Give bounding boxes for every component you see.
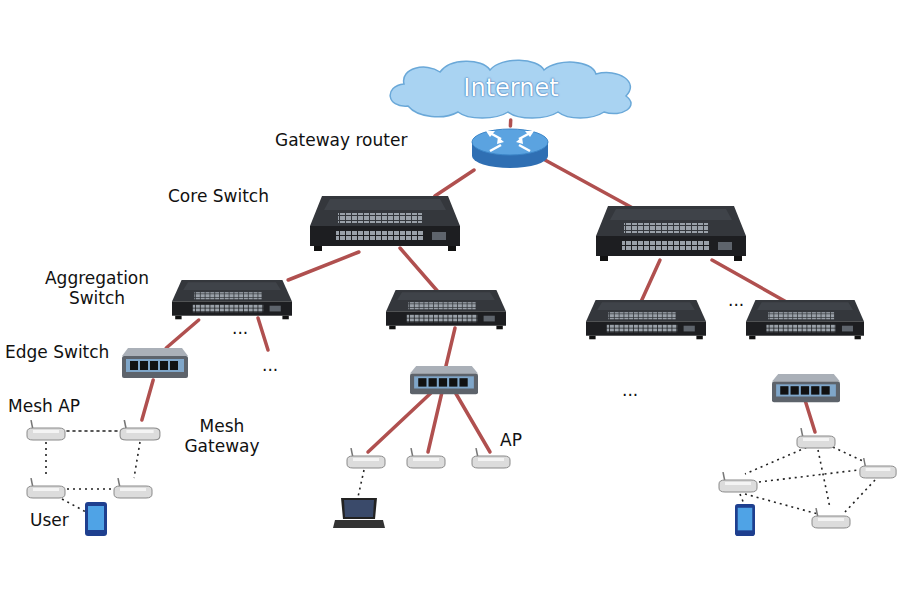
access-point-icon (347, 448, 385, 468)
aggregation-switch-icon (746, 300, 864, 339)
network-link (166, 320, 199, 348)
access-point-icon (470, 448, 512, 470)
edge-switch-icon (772, 374, 840, 402)
mesh-gateway: Mesh Gateway (118, 420, 162, 442)
access-point-icon (407, 448, 445, 468)
wireless-links (46, 442, 875, 514)
access-point: AP (470, 448, 512, 470)
core-switch: Core Switch (310, 196, 460, 252)
ellipsis-label: ... (728, 290, 744, 310)
mesh-gateway-shape (120, 420, 160, 440)
network-link (435, 170, 474, 196)
laptop-icon (333, 498, 385, 528)
network-link (712, 260, 790, 304)
network-link (805, 400, 815, 432)
core-switch-shape (310, 196, 460, 251)
mesh-ap-shape (27, 420, 65, 440)
network-link (142, 380, 153, 420)
node-label: AP (500, 430, 522, 450)
network-link (400, 248, 440, 294)
aggregation-switch: Aggregation Switch (172, 280, 292, 320)
user-phone-icon (85, 502, 107, 536)
wireless-link (67, 488, 112, 490)
access-point-icon (27, 478, 65, 498)
aggregation-switch-icon (386, 290, 506, 329)
wireless-link (740, 494, 744, 504)
phone-icon (735, 504, 755, 536)
wireless-link (745, 494, 818, 514)
wireless-link (358, 470, 364, 497)
access-point-icon (719, 472, 757, 492)
network-link (428, 392, 442, 452)
node-label: Internet (378, 56, 644, 120)
access-point-icon (797, 428, 835, 448)
node-label: Gateway router (275, 130, 407, 150)
network-link (640, 260, 660, 304)
access-point-icon (812, 508, 850, 528)
network-link (258, 318, 268, 350)
access-point-shape (472, 448, 510, 468)
wireless-link (134, 442, 140, 478)
network-link (545, 160, 640, 212)
access-point-icon (860, 458, 896, 478)
network-link (509, 120, 513, 126)
network-link (445, 328, 455, 370)
wireless-link (759, 470, 858, 482)
edge-switch-icon (410, 366, 478, 394)
aggregation-switch-icon (172, 280, 292, 320)
wireless-link (818, 450, 830, 508)
network-links (258, 160, 815, 452)
edge-switch-shape (122, 348, 188, 378)
wireless-link (45, 442, 47, 478)
core-switch-icon (310, 196, 460, 252)
user-phone: User (85, 502, 107, 536)
aggregation-switch-icon (586, 300, 706, 339)
mesh-ap-icon (25, 420, 67, 442)
user-phone-shape (85, 502, 107, 536)
ellipsis-label: ... (232, 318, 248, 338)
access-point-icon (114, 478, 152, 498)
internet-cloud: Internet (378, 56, 644, 120)
node-label: Core Switch (168, 186, 269, 206)
gateway-router-shape (472, 129, 548, 168)
node-label: User (30, 510, 69, 530)
edge-switch: Edge Switch (122, 348, 188, 380)
node-label: Edge Switch (5, 342, 109, 362)
gateway-router-icon (470, 126, 550, 170)
wireless-link (67, 430, 118, 432)
mesh-ap: Mesh AP (25, 420, 67, 442)
wireless-link (845, 480, 875, 512)
wireless-link (745, 445, 812, 474)
node-label: Mesh Gateway (176, 416, 268, 456)
ellipsis-label: ... (622, 380, 638, 400)
gateway-router: Gateway router (470, 126, 550, 170)
ellipsis-label: ... (262, 355, 278, 375)
network-link (368, 392, 432, 452)
node-label: Aggregation Switch (38, 268, 156, 308)
aggregation-switch-shape (172, 280, 292, 319)
edge-switch-icon (122, 348, 188, 380)
node-label: Mesh AP (8, 396, 80, 416)
mesh-gateway-icon (118, 420, 162, 442)
network-link (288, 252, 359, 280)
core-switch-icon (596, 206, 746, 261)
network-link (455, 392, 490, 452)
